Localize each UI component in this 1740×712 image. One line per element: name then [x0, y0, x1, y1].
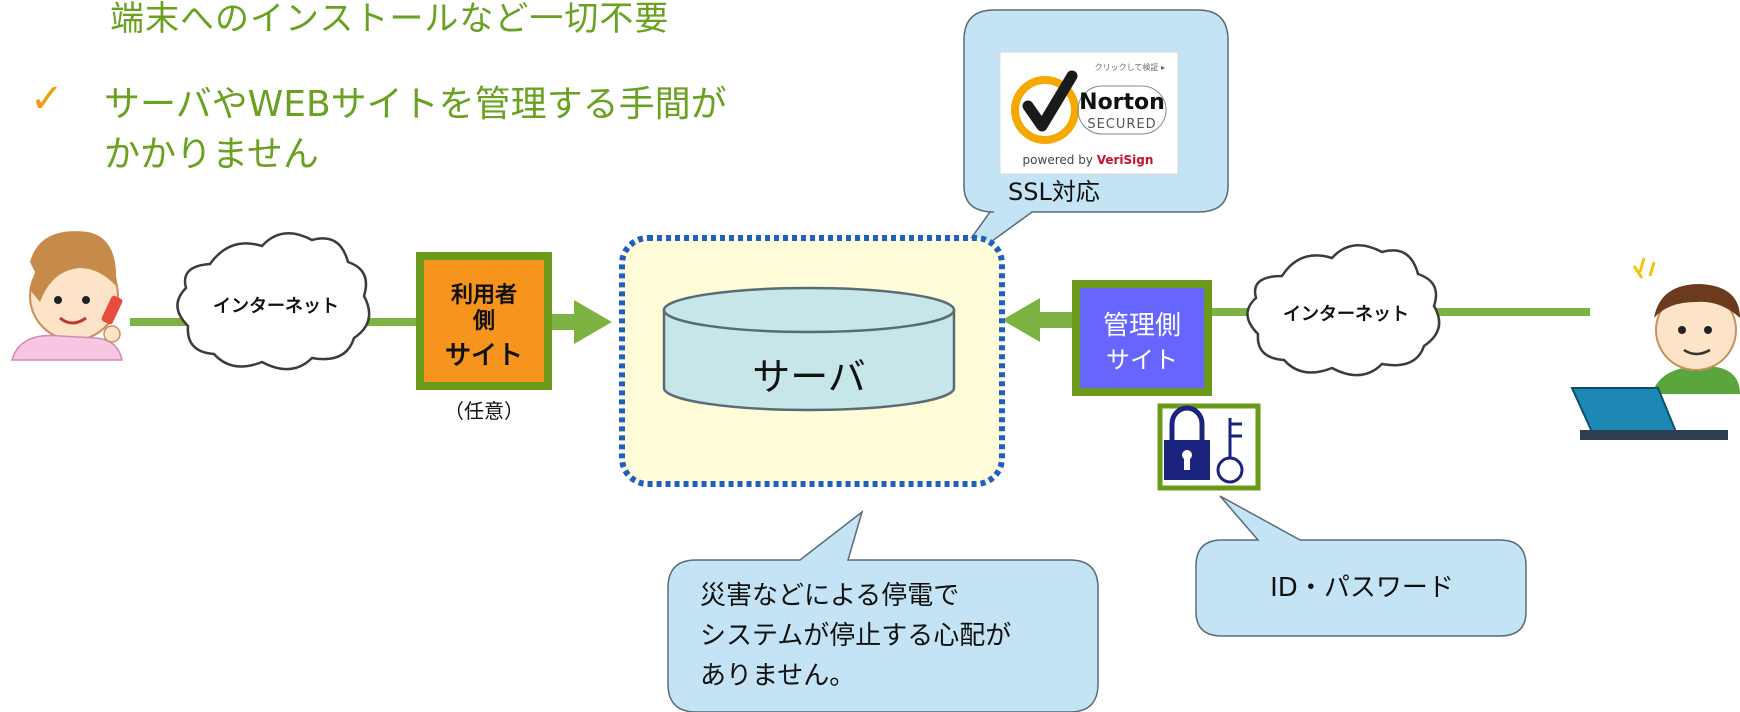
- user-site-note: （任意）: [444, 399, 524, 423]
- norton-powered-by: powered by VeriSign: [1023, 153, 1154, 167]
- key-icon: [1216, 418, 1244, 484]
- bullet-item2-line1: サーバやWEBサイトを管理する手間が: [104, 84, 727, 125]
- arrow-left-icon: [1002, 298, 1076, 342]
- norton-powered-text: powered by: [1023, 153, 1097, 167]
- bullet-item2-line2: かかりません: [104, 134, 319, 175]
- user-site-line2: 側: [472, 309, 495, 334]
- user-site-line3: サイト: [445, 341, 523, 371]
- id-password-label: ID・パスワード: [1270, 573, 1454, 603]
- server-label: サーバ: [752, 355, 866, 399]
- norton-brand: Norton: [1079, 90, 1165, 115]
- admin-site-box: [1072, 280, 1212, 396]
- arrow-right-icon: [548, 300, 612, 344]
- user-site-line1: 利用者: [451, 283, 517, 308]
- ssl-label: SSL対応: [1008, 178, 1100, 206]
- check-icon: ✓: [30, 76, 64, 122]
- norton-secured: SECURED: [1087, 117, 1156, 132]
- norton-top-note: クリックして検証 ▸: [1095, 62, 1165, 72]
- bullet-line-top: 端末へのインストールなど一切不要: [110, 0, 669, 39]
- admin-site-line1: 管理側: [1103, 311, 1181, 341]
- id-password-callout: [1195, 495, 1527, 637]
- admin-site-line2: サイト: [1106, 346, 1178, 374]
- woman-with-phone-icon: [11, 231, 123, 361]
- padlock-icon: [1164, 405, 1210, 480]
- man-with-laptop-icon: [1570, 257, 1740, 440]
- norton-secured-badge: クリックして検証 ▸ Norton SECURED powered by Ver…: [999, 51, 1179, 175]
- database-icon: [662, 286, 956, 412]
- cloud-icon: [176, 232, 371, 371]
- norton-verisign: VeriSign: [1097, 153, 1154, 167]
- outage-line1: 災害などによる停電で: [700, 581, 959, 611]
- outage-line3: ありません。: [700, 661, 855, 691]
- user-site-box: [416, 252, 552, 390]
- internet-left-label: インターネット: [213, 296, 339, 317]
- internet-right-label: インターネット: [1283, 304, 1409, 325]
- cloud-icon: [1246, 244, 1441, 377]
- outage-line2: システムが停止する心配が: [700, 621, 1011, 651]
